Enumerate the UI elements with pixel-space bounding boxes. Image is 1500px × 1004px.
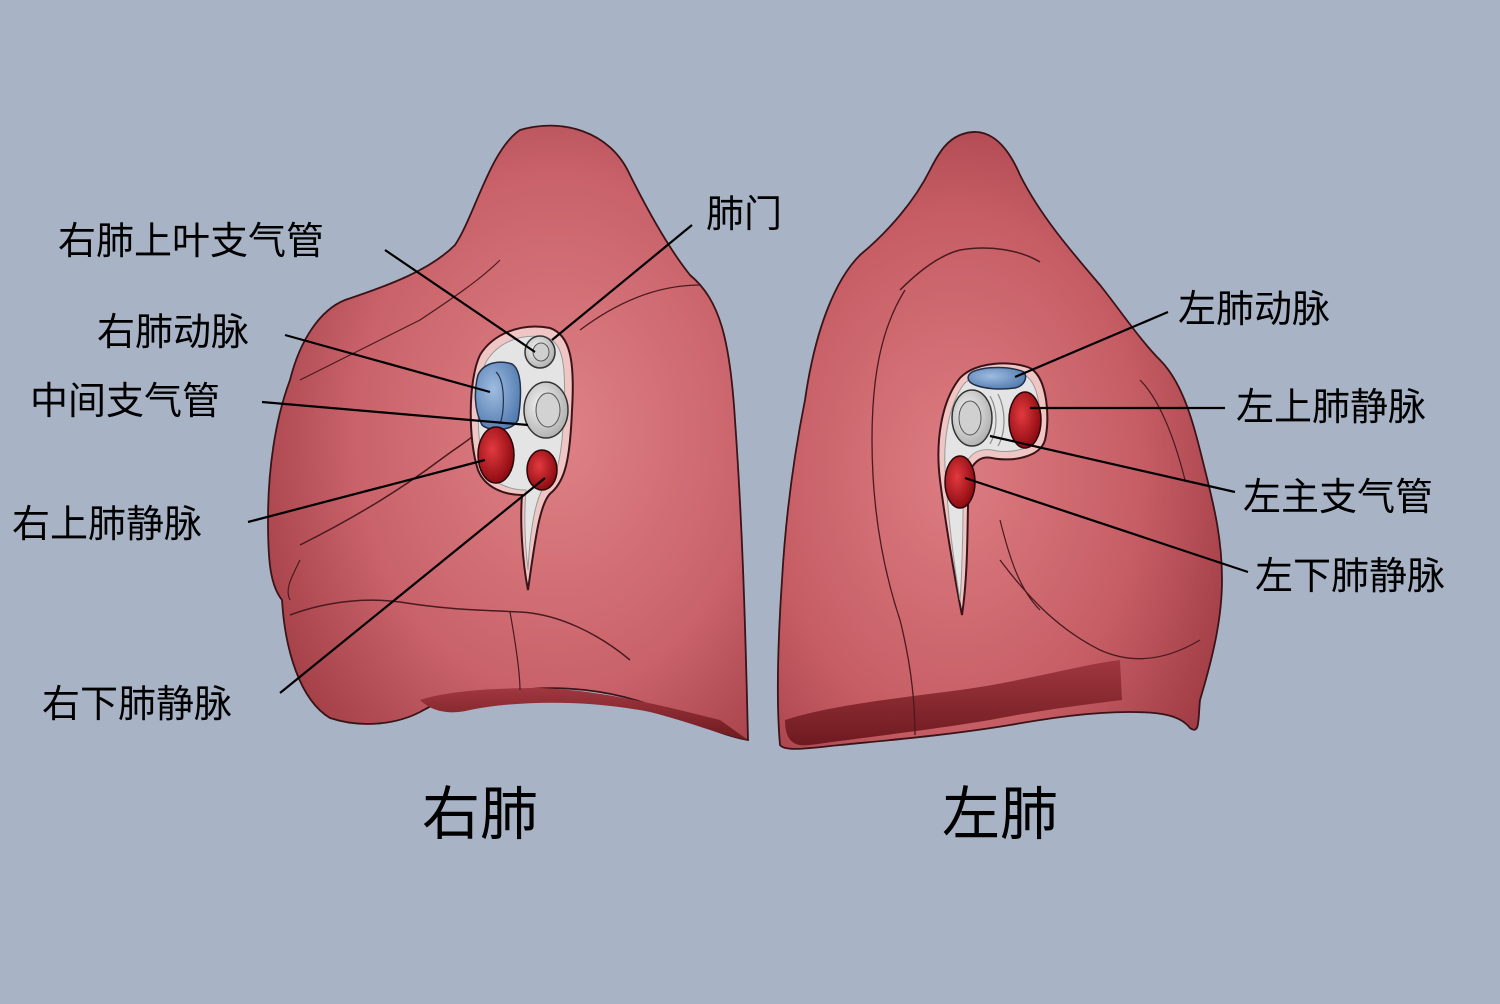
left-main-bronchus-rings: [989, 393, 1005, 447]
label-right-pulmonary-artery: 右肺动脉: [97, 310, 250, 354]
label-left-superior-pulmonary-vein: 左上肺静脉: [1236, 385, 1427, 429]
left-pulmonary-artery-shape: [967, 366, 1027, 390]
right-lung-base-shadow: [420, 688, 748, 740]
right-pulmonary-artery-fold: [495, 371, 504, 425]
left-posterior-contour: [999, 379, 1186, 611]
leader-left-pulmonary-artery: [1014, 310, 1169, 379]
leader-right-inferior-pulmonary-vein: [279, 477, 546, 694]
label-hilum: 肺门: [706, 192, 783, 236]
label-left-pulmonary-artery: 左肺动脉: [1178, 287, 1331, 331]
leader-left-main-bronchus: [989, 434, 1236, 494]
intermediate-bronchus-lumen: [535, 392, 561, 428]
caption-left-lung: 左肺: [942, 780, 1059, 848]
label-intermediate-bronchus: 中间支气管: [30, 379, 221, 423]
right-horizontal-fissure: [299, 429, 481, 546]
left-oblique-fissure: [899, 247, 1041, 291]
right-superior-pulmonary-vein-shape: [477, 426, 515, 484]
leader-lines: [247, 224, 1249, 694]
leader-intermediate-bronchus: [261, 400, 529, 427]
left-main-bronchus-lumen: [958, 400, 982, 436]
right-lung: [267, 124, 749, 742]
right-lung-lobe-contour: [287, 559, 521, 691]
leader-hilum: [551, 224, 693, 341]
right-oblique-fissure: [289, 599, 631, 661]
right-lung-inner-contour: [579, 284, 701, 331]
label-right-superior-pulmonary-vein: 右上肺静脉: [12, 502, 203, 546]
label-left-inferior-pulmonary-vein: 左下肺静脉: [1255, 554, 1446, 598]
label-left-main-bronchus: 左主支气管: [1243, 475, 1434, 519]
left-lung-base-shadow: [785, 660, 1122, 746]
label-right-inferior-pulmonary-vein: 右下肺静脉: [42, 682, 233, 726]
leader-left-inferior-pulmonary-vein: [964, 476, 1249, 574]
leader-right-superior-pulmonary-vein: [247, 458, 486, 524]
left-inferior-pulmonary-vein-shape: [944, 455, 976, 509]
leader-right-upper-lobe-bronchus: [384, 249, 536, 353]
left-lung: [776, 131, 1223, 750]
left-superior-pulmonary-vein-shape: [1008, 391, 1042, 449]
right-inferior-pulmonary-vein-shape: [526, 449, 558, 491]
leader-right-pulmonary-artery: [284, 333, 491, 394]
left-anterior-ridge: [871, 289, 916, 736]
right-upper-fissure: [299, 259, 501, 381]
right-pulmonary-artery-shape: [474, 361, 522, 431]
label-right-upper-lobe-bronchus: 右肺上叶支气管: [58, 219, 325, 263]
right-upper-lobe-bronchus-lumen: [532, 342, 550, 362]
caption-right-lung: 右肺: [422, 780, 539, 848]
